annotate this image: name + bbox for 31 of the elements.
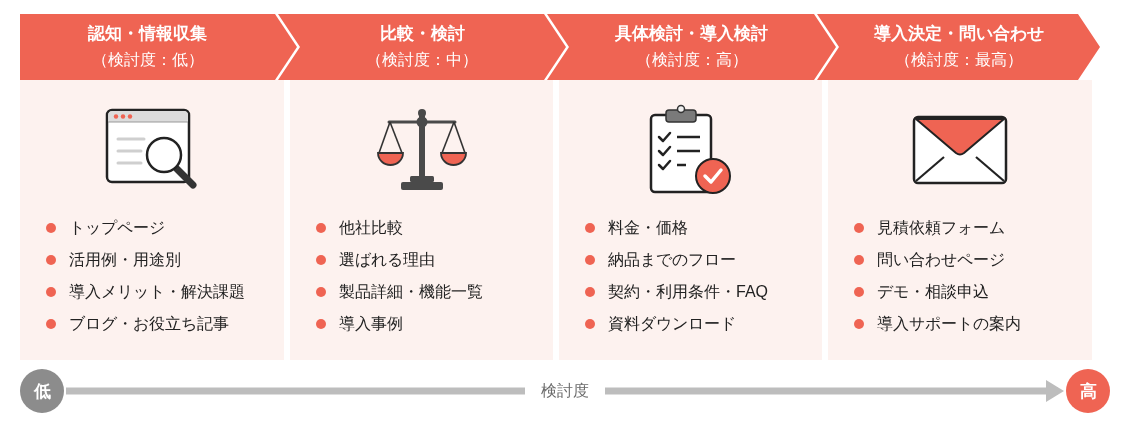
list-item: 納品までのフロー [608, 249, 736, 270]
content-panel [828, 80, 1092, 360]
level-label: 低 [33, 382, 51, 400]
list-item: 他社比較 [339, 217, 403, 238]
stage-subtitle: （検討度：高） [635, 50, 748, 71]
list-item: 資料ダウンロード [608, 313, 736, 334]
stage-subtitle: （検討度：中） [366, 50, 478, 71]
stage-title: 比較・検討 [379, 23, 465, 46]
list-item: ブログ・お役立ち記事 [69, 313, 229, 334]
list-item: デモ・相談申込 [877, 281, 989, 302]
content-panel [20, 80, 284, 360]
list-item: 導入メリット・解決課題 [69, 281, 245, 302]
list-item: 活用例・用途別 [69, 249, 181, 270]
list-item: 契約・利用条件・FAQ [608, 281, 768, 302]
list-item: トップページ [69, 217, 165, 238]
list-item: 見積依頼フォーム [877, 217, 1005, 238]
list-item: 導入サポートの案内 [877, 313, 1021, 334]
list-item: 製品詳細・機能一覧 [339, 281, 483, 302]
stage-subtitle: （検討度：低） [91, 50, 204, 71]
stage-title: 導入決定・問い合わせ [873, 23, 1044, 46]
stage-title: 認知・情報収集 [88, 23, 207, 46]
stage-title: 具体検討・導入検討 [615, 23, 768, 46]
level-label: 高 [1079, 382, 1097, 400]
list-item: 料金・価格 [608, 217, 688, 238]
content-panel [559, 80, 822, 360]
list-item: 問い合わせページ [877, 249, 1005, 270]
arrow [66, 380, 1064, 402]
list-item: 導入事例 [339, 313, 403, 334]
content-panel [290, 80, 553, 360]
stage-subtitle: （検討度：最高） [894, 50, 1023, 71]
list-item: 選ばれる理由 [339, 249, 435, 270]
